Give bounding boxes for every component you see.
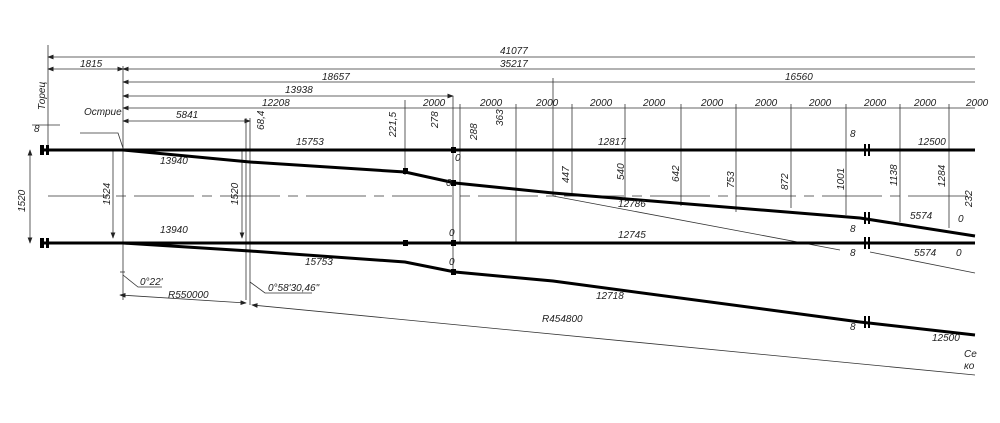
joint-gap-label: 8 bbox=[850, 248, 856, 259]
ordinates: 68,4 221,5 278 288 363 447 540 642 753 8… bbox=[256, 109, 975, 208]
dim-16560: 16560 bbox=[785, 72, 813, 83]
zero-mark: 0 bbox=[455, 153, 461, 164]
rail-length: 12745 bbox=[618, 230, 646, 241]
reference-line bbox=[869, 251, 976, 274]
point-angle-label: 0°22' bbox=[140, 277, 164, 288]
ordinate: 278 bbox=[430, 111, 441, 129]
ordinate: 288 bbox=[469, 123, 480, 141]
gauge-at-point-label: 1524 bbox=[102, 182, 113, 205]
gauge-at-1520-label: 1520 bbox=[230, 182, 241, 205]
dim-13938: 13938 bbox=[285, 85, 313, 96]
ordinate: 872 bbox=[780, 173, 791, 190]
joint-gap-label: 8 bbox=[850, 129, 856, 140]
dim-12208: 12208 bbox=[262, 98, 290, 109]
zero-mark: 0 bbox=[449, 257, 455, 268]
top-dimensions: 41077 1815 35217 18657 16560 13938 12208… bbox=[80, 46, 989, 121]
zero-marks: 0 0 0 0 0 0 bbox=[446, 153, 964, 268]
rail-length: 15753 bbox=[305, 257, 333, 268]
rail-length: 12500 bbox=[918, 137, 946, 148]
ordinate: 753 bbox=[726, 171, 737, 188]
dim-step: 2000 bbox=[642, 98, 666, 109]
rail-length: 5574 bbox=[910, 211, 933, 222]
joint-gap-label: 8 bbox=[850, 224, 856, 235]
rail-length: 12786 bbox=[618, 199, 646, 210]
ordinate: 1001 bbox=[836, 168, 847, 190]
dim-step: 2000 bbox=[913, 98, 937, 109]
dim-step: 2000 bbox=[808, 98, 832, 109]
dim-step: 2000 bbox=[754, 98, 778, 109]
rail-lengths: 15753 13940 12817 12500 12786 5574 13940… bbox=[160, 137, 960, 344]
joint-gap-label: 8 bbox=[850, 322, 856, 333]
ordinate: 363 bbox=[495, 109, 506, 126]
zero-mark: 0 bbox=[449, 228, 455, 239]
cut-label: Се bbox=[964, 349, 977, 360]
ostrie-label: Острие bbox=[84, 107, 122, 118]
dim-step: 2000 bbox=[589, 98, 613, 109]
ordinate: 1138 bbox=[889, 164, 900, 186]
ordinate: 68,4 bbox=[256, 110, 267, 130]
rail-length: 12718 bbox=[596, 291, 624, 302]
dim-step: 2000 bbox=[965, 98, 989, 109]
rail-length: 13940 bbox=[160, 156, 188, 167]
zero-mark: 0 bbox=[446, 178, 452, 189]
dim-step: 2000 bbox=[535, 98, 559, 109]
zero-mark: 0 bbox=[956, 248, 962, 259]
radius-label: R454800 bbox=[542, 314, 583, 325]
switch-angle-label: 0°58'30,46" bbox=[268, 283, 320, 294]
radius-label: R550000 bbox=[168, 290, 209, 301]
torets-label: Торец bbox=[37, 82, 48, 110]
zero-mark: 0 bbox=[958, 214, 964, 225]
ordinate: 232 bbox=[964, 190, 975, 208]
dim-35217: 35217 bbox=[500, 59, 528, 70]
dim-18657: 18657 bbox=[322, 72, 350, 83]
cut-label: ко bbox=[964, 361, 975, 372]
rails bbox=[40, 144, 976, 337]
rail-length: 12817 bbox=[598, 137, 626, 148]
ordinate: 642 bbox=[671, 165, 682, 182]
dim-step: 2000 bbox=[700, 98, 724, 109]
rail-length: 12500 bbox=[932, 333, 960, 344]
ordinate: 447 bbox=[561, 166, 572, 183]
rail-length: 5574 bbox=[914, 248, 937, 259]
joint-gap-label: 8 bbox=[34, 124, 40, 135]
ordinate: 540 bbox=[616, 163, 627, 180]
dim-total: 41077 bbox=[500, 46, 528, 57]
dim-1815: 1815 bbox=[80, 59, 103, 70]
dim-step: 2000 bbox=[479, 98, 503, 109]
reference-line bbox=[552, 195, 841, 251]
gauge-label: 1520 bbox=[17, 189, 28, 212]
dimension-lines bbox=[27, 45, 976, 376]
rail-length: 15753 bbox=[296, 137, 324, 148]
rail-length: 13940 bbox=[160, 225, 188, 236]
ordinate: 1284 bbox=[937, 164, 948, 187]
dim-step: 2000 bbox=[422, 98, 446, 109]
dim-5841: 5841 bbox=[176, 110, 198, 121]
dim-step: 2000 bbox=[863, 98, 887, 109]
ordinate: 221,5 bbox=[388, 112, 399, 138]
curved-rail-inner bbox=[122, 148, 976, 238]
